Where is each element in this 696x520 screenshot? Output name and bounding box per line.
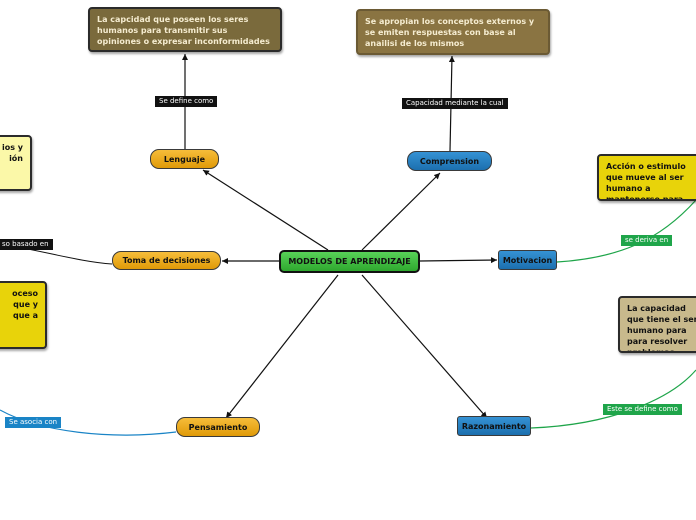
topic-motivacion[interactable]: Motivacion — [498, 250, 557, 270]
edge-central-razonamiento — [361, 274, 488, 419]
edge-motivacion-note — [556, 199, 696, 263]
note-lenguaje: La capcidad que poseen los seres humanos… — [88, 7, 282, 52]
connector-label-toma: so basado en — [0, 239, 53, 250]
note-motivacion: Acción o estimulo que mueve al ser human… — [597, 154, 696, 201]
edge-central-comprension — [361, 172, 441, 251]
connector-label-pensamiento: Se asocia con — [5, 417, 62, 428]
edge-razonamiento-note — [530, 369, 696, 429]
topic-lenguaje[interactable]: Lenguaje — [150, 149, 219, 169]
connector-label-comprension: Capacidad mediante la cual — [402, 98, 508, 109]
note-pensamiento: oceso que y que a — [0, 281, 47, 349]
connector-label-motivacion: se deriva en — [621, 235, 673, 246]
note-comprension: Se apropian los conceptos externos y se … — [356, 9, 550, 55]
central-topic[interactable]: MODELOS DE APRENDIZAJE — [279, 250, 420, 273]
edge-central-motivacion — [419, 257, 498, 264]
edge-central-lenguaje — [202, 169, 329, 251]
note-toma: ios y ión — [0, 135, 32, 191]
edge-central-pensamiento — [225, 274, 339, 419]
connector-label-lenguaje: Se define como — [155, 96, 218, 107]
topic-razonamiento[interactable]: Razonamiento — [457, 416, 531, 436]
topic-toma-de-decisiones[interactable]: Toma de decisiones — [112, 251, 221, 270]
topic-comprension[interactable]: Comprension — [407, 151, 492, 171]
topic-pensamiento[interactable]: Pensamiento — [176, 417, 260, 437]
note-razonamiento: La capacidad que tiene el ser humano par… — [618, 296, 696, 353]
connector-label-razonamiento: Este se define como — [603, 404, 682, 415]
